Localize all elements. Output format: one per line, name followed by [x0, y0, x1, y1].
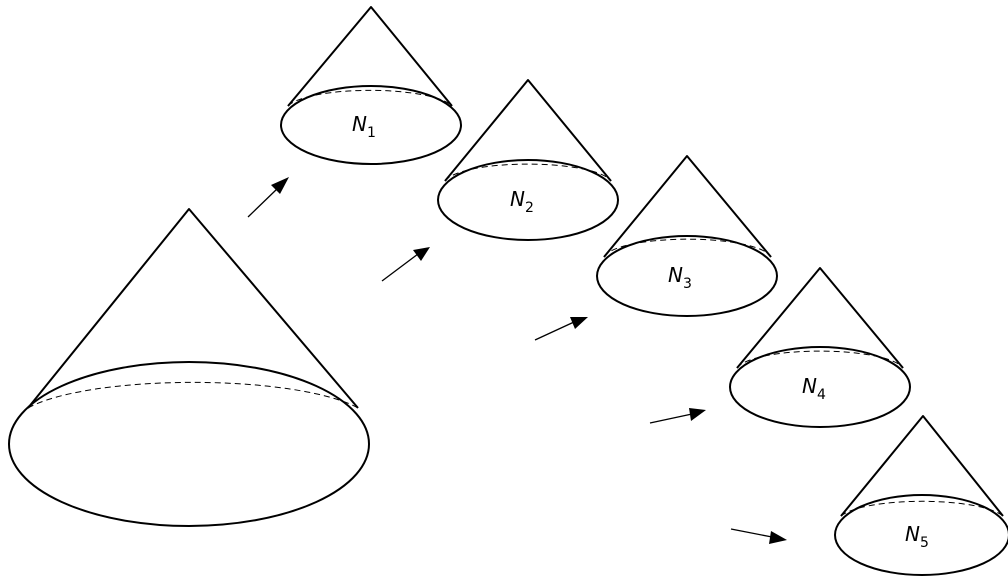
- cone-n3-body: [603, 155, 772, 258]
- large-cone-back-rim: [27, 381, 359, 409]
- cone-n1-label: N1: [352, 112, 376, 141]
- arrow-4-shaft: [649, 413, 693, 424]
- cone-n4-back-rim: [736, 350, 904, 369]
- cone-n2-body: [444, 79, 612, 182]
- arrow-1-shaft: [247, 187, 279, 218]
- arrow-4: [649, 408, 706, 424]
- cone-n5-body: [840, 415, 1004, 517]
- cone-n2: N2: [437, 79, 619, 241]
- arrow-3-head: [570, 317, 588, 329]
- arrow-1: [247, 177, 289, 218]
- cone-n5-back-rim: [840, 500, 1004, 517]
- cone-n4-label: N4: [802, 374, 826, 403]
- cone-n3-label: N3: [668, 263, 692, 292]
- arrow-1-head: [271, 177, 289, 194]
- arrow-5-shaft: [730, 528, 773, 538]
- arrow-3: [534, 317, 588, 341]
- cone-n1-body: [287, 6, 453, 107]
- large-cone: [8, 208, 370, 527]
- cone-n2-back-rim: [444, 163, 612, 182]
- cone-n1: N1: [280, 6, 462, 165]
- cone-n3-base: [596, 235, 778, 317]
- cone-n3-back-rim: [603, 238, 772, 258]
- cone-n1-base: [280, 85, 462, 165]
- large-cone-body: [27, 208, 359, 409]
- cone-n5-label: N5: [905, 522, 929, 551]
- arrow-2: [381, 247, 430, 282]
- large-cone-base: [8, 361, 370, 527]
- arrow-3-shaft: [534, 321, 575, 341]
- cone-n5: N5: [834, 415, 1008, 576]
- arrow-2-shaft: [381, 253, 419, 282]
- cone-n4: N4: [729, 267, 911, 428]
- cone-n2-label: N2: [510, 187, 534, 216]
- cone-n1-back-rim: [287, 89, 453, 107]
- cone-n4-base: [729, 346, 911, 428]
- cone-n3: N3: [596, 155, 778, 317]
- cone-n2-base: [437, 159, 619, 241]
- arrow-5-head: [769, 531, 787, 544]
- arrow-5: [730, 528, 787, 544]
- arrow-4-head: [689, 408, 706, 421]
- cone-n4-body: [736, 267, 904, 369]
- cone-n5-base: [834, 494, 1008, 576]
- arrow-2-head: [413, 247, 430, 261]
